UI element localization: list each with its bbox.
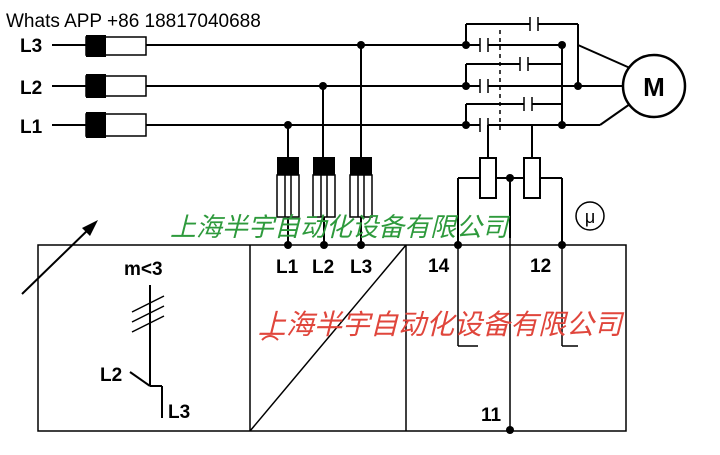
contact-text: Whats APP +86 18817040688 xyxy=(6,11,261,32)
fuse-l3 xyxy=(85,35,147,57)
phase-label-l1: L1 xyxy=(20,117,43,138)
contact-11: 11 xyxy=(481,405,502,426)
graph-label-l3: L3 xyxy=(168,402,190,423)
phase-taps xyxy=(284,41,365,162)
watermark-red: 上海半宇自动化设备有限公司 xyxy=(258,309,625,340)
phase-label-l3: L3 xyxy=(20,36,42,57)
sense-fuse-l3 xyxy=(349,157,373,218)
adjust-arrow xyxy=(21,220,98,295)
mu-indicator: μ xyxy=(575,201,605,231)
mu-symbol: μ xyxy=(585,207,595,227)
sense-fuse-l2 xyxy=(312,157,336,218)
contactor-contacts xyxy=(462,17,600,132)
motor-label: M xyxy=(643,72,665,102)
terminal-l3: L3 xyxy=(350,257,372,278)
graph-label-l2: L2 xyxy=(100,365,122,386)
fuse-l2 xyxy=(85,74,147,98)
contact-12: 12 xyxy=(530,256,551,277)
sense-fuse-l1 xyxy=(276,157,300,218)
sense-leads xyxy=(284,217,365,249)
contact-14: 14 xyxy=(428,256,450,277)
phase-sequence-graph xyxy=(129,285,165,418)
output-contacts xyxy=(457,238,578,434)
terminal-l1: L1 xyxy=(276,257,299,278)
relay-housing xyxy=(37,244,627,432)
phase-label-l2: L2 xyxy=(20,78,42,99)
condition-label: m<3 xyxy=(124,259,163,280)
motor: M xyxy=(577,44,687,126)
motor-circle xyxy=(621,53,687,119)
watermark-green: 上海半宇自动化设备有限公司 xyxy=(170,212,511,242)
fuse-l1 xyxy=(85,112,147,138)
watermark-swoosh xyxy=(261,335,279,341)
terminal-l2: L2 xyxy=(312,257,334,278)
